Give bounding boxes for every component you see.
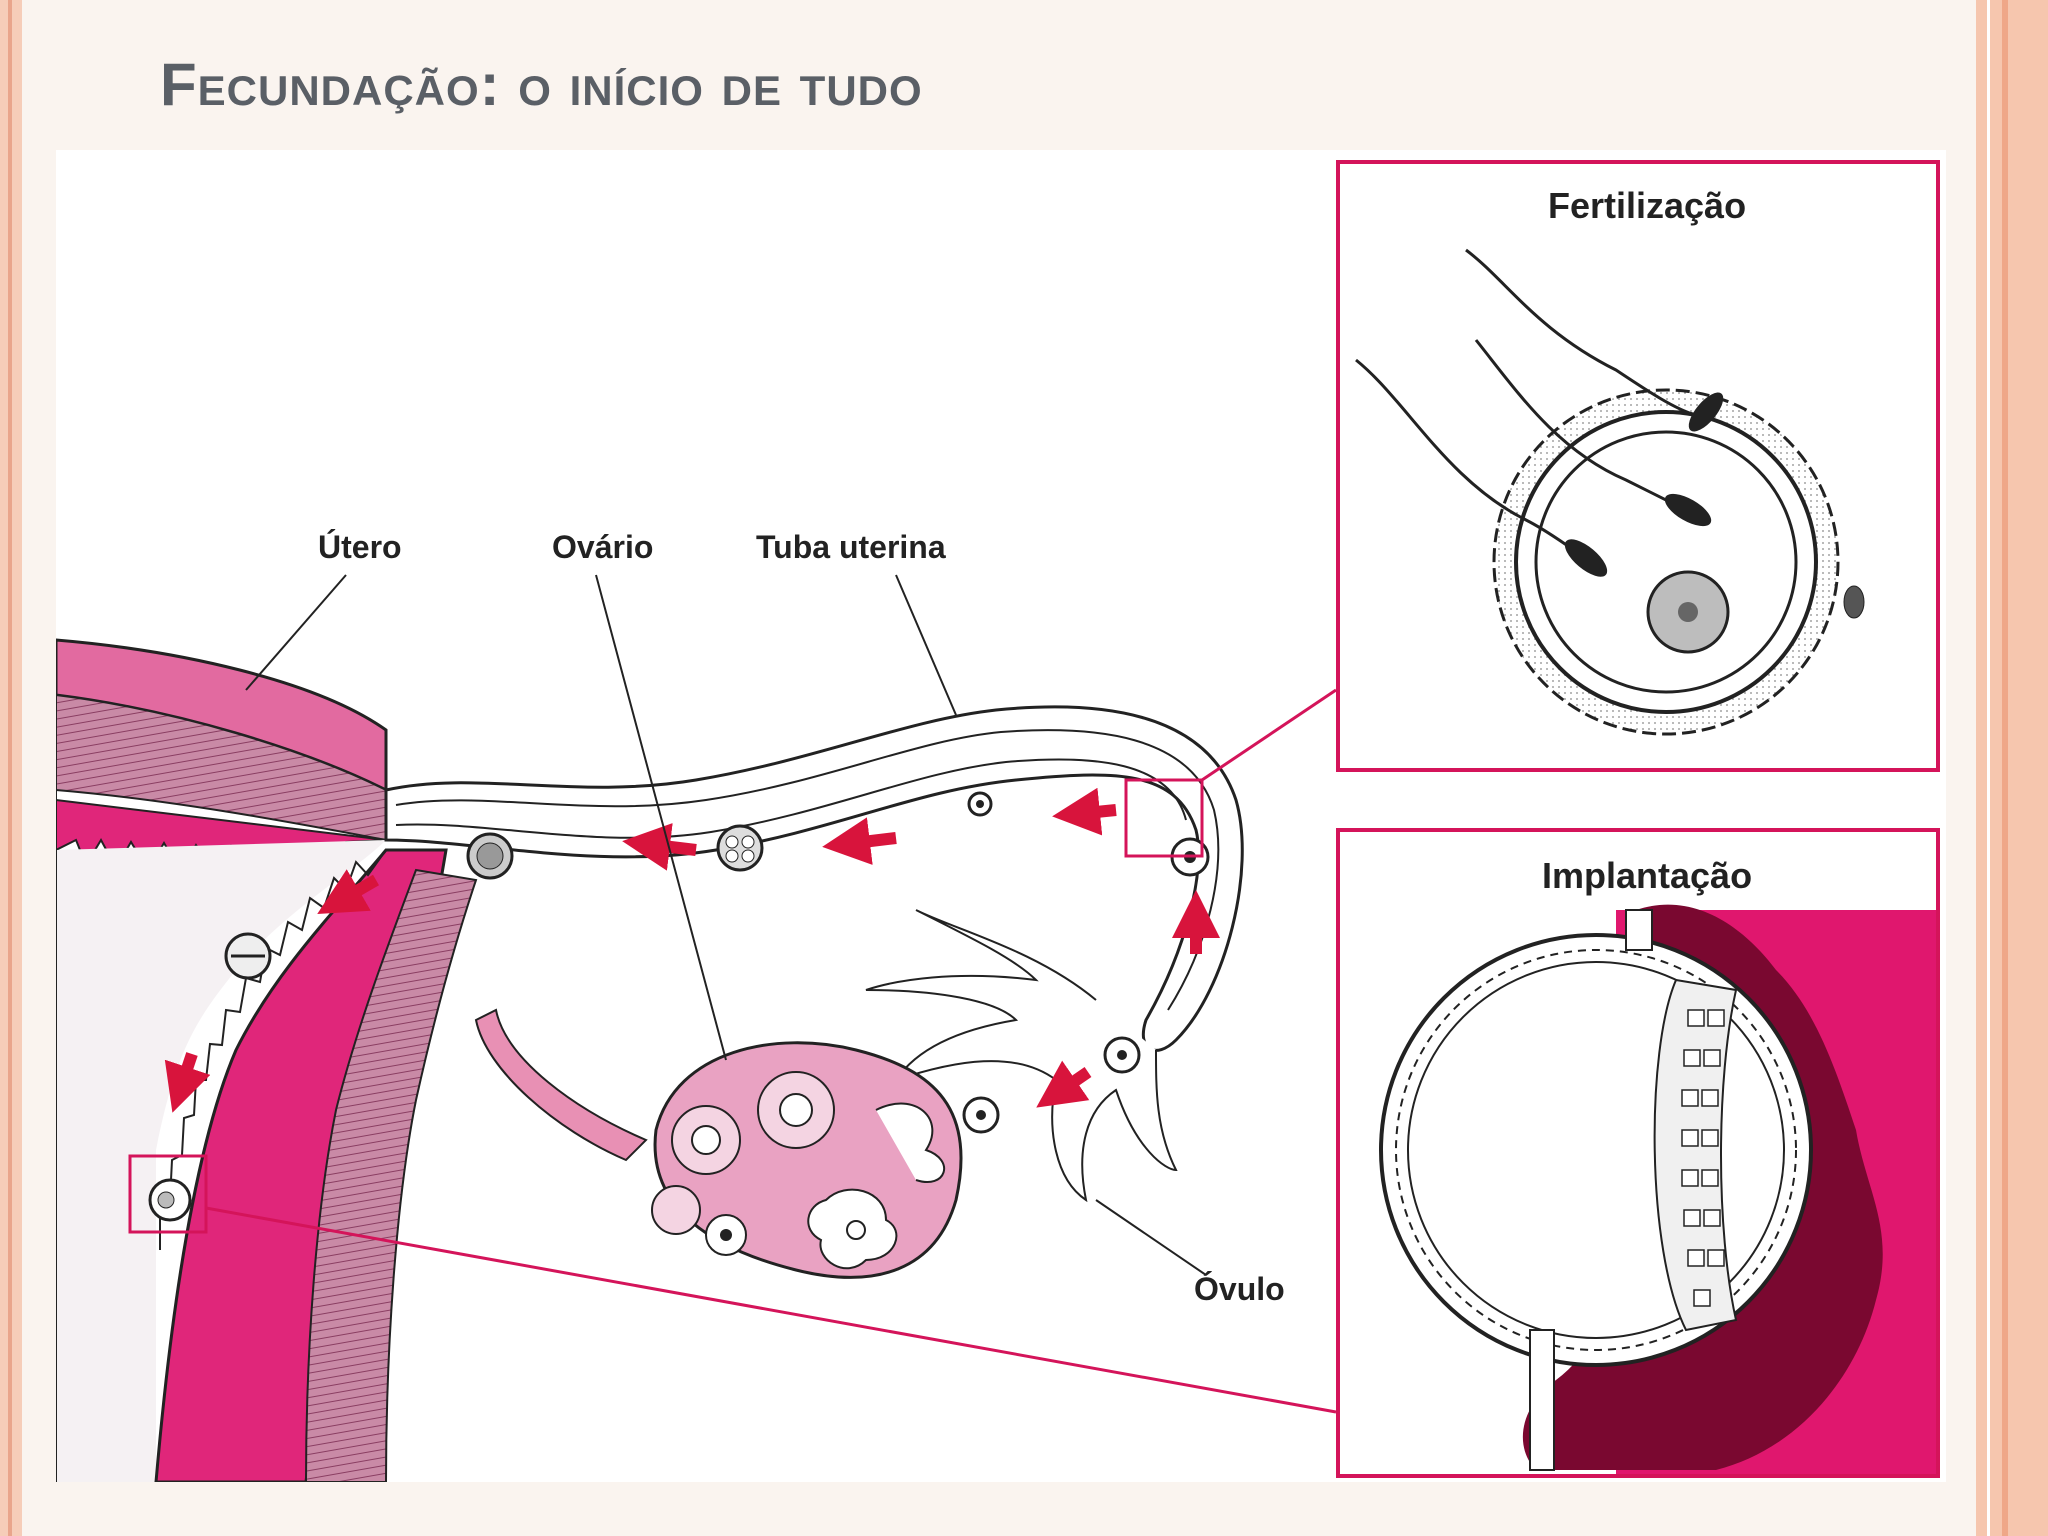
right-border-highlight (1987, 0, 1990, 1536)
reproductive-diagram: Útero Ovário Tuba uterina Óvulo Fertiliz… (56, 150, 1946, 1482)
uterus (56, 638, 478, 1482)
slide-title: Fecundação: o início de tudo (160, 51, 923, 118)
label-ovulo: Óvulo (1194, 1271, 1285, 1307)
fertilization-site-box (1124, 778, 1204, 858)
movement-arrows (164, 787, 1220, 1113)
label-implantacao: Implantação (1542, 855, 1752, 896)
label-tuba-uterina: Tuba uterina (756, 529, 946, 565)
embryo-stages (148, 791, 1210, 1222)
ovary (474, 1008, 963, 1279)
label-pointers (245, 574, 1207, 1276)
implantation-inset (1336, 828, 1940, 1478)
diagram-canvas: Útero Ovário Tuba uterina Óvulo Fertiliz… (56, 160, 1940, 1482)
implantation-site-box (128, 1154, 208, 1234)
label-fertilizacao: Fertilização (1548, 185, 1746, 226)
label-utero: Útero (318, 529, 402, 565)
fertilization-inset (1336, 160, 1940, 772)
uterine-tube (384, 705, 1244, 1203)
left-border-line (8, 0, 12, 1536)
connector-fertilization (1201, 688, 1337, 782)
right-border-line (2002, 0, 2008, 1536)
connector-implantation (205, 1206, 1337, 1414)
label-ovario: Ovário (552, 529, 653, 565)
